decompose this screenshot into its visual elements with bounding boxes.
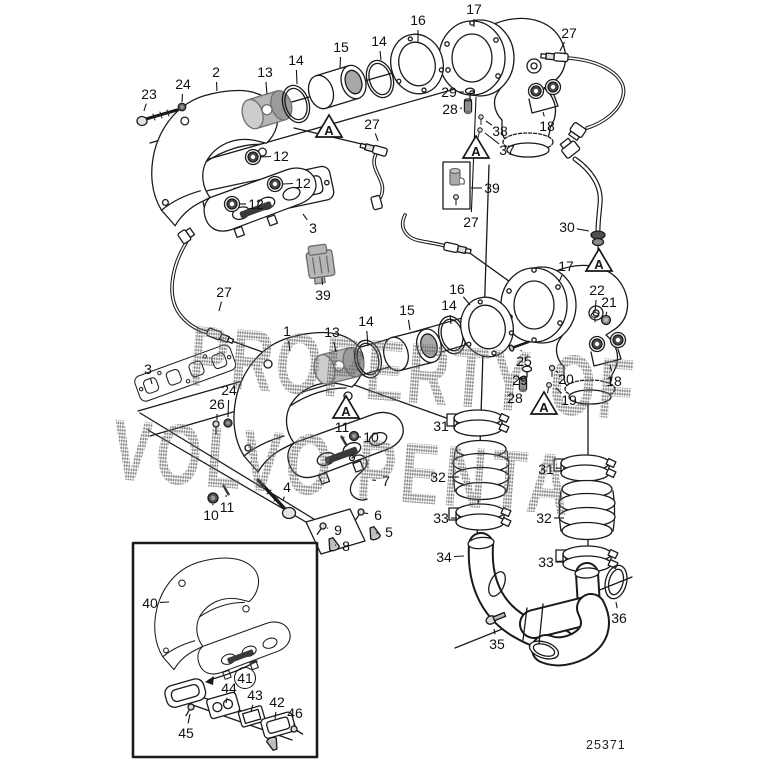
leader-line-15 (339, 56, 342, 69)
exhaust-y-pipe (485, 562, 610, 667)
sensor-cable-27-left (170, 227, 235, 346)
leader-line-42 (274, 711, 277, 720)
bolt-4 (256, 478, 297, 520)
sensor-cable-27-center (400, 213, 473, 257)
stud-25 (508, 340, 530, 352)
sensor-cable-27-top-right (540, 51, 626, 141)
leader-line-6 (363, 512, 369, 515)
leader-line-4 (282, 496, 285, 502)
leader-line-27 (559, 41, 566, 52)
leader-line-1 (287, 340, 291, 352)
leader-line-14 (449, 314, 452, 325)
plug-21 (600, 314, 612, 326)
leader-line-18 (542, 111, 545, 117)
frame-43 (237, 705, 266, 728)
warning-letter: A (539, 400, 549, 415)
leader-line-14 (366, 330, 369, 347)
bolt-35 (485, 611, 507, 625)
warning-triangle-shape (529, 390, 559, 415)
sensor-cable-27-mid (358, 140, 389, 211)
warning-triangle: A (314, 113, 344, 138)
leader-line-35 (493, 628, 496, 635)
kit-box-39 (442, 161, 471, 210)
gasket-36 (604, 564, 628, 600)
warning-triangle-shape (331, 394, 361, 419)
warning-letter: A (341, 404, 351, 419)
warning-triangle: A (331, 394, 361, 419)
warning-triangle-shape (461, 134, 491, 159)
leader-line-36 (615, 601, 618, 609)
mount-18-bracket (528, 94, 559, 114)
leader-line-21 (605, 311, 608, 316)
warning-letter: A (324, 123, 334, 138)
leader-line-38 (485, 120, 493, 126)
hose-30 (559, 137, 606, 253)
leader-line-44 (225, 697, 228, 704)
leader-line-27 (374, 133, 379, 142)
drawing-number: 25371 (586, 738, 626, 752)
leader-line-12 (282, 182, 294, 185)
leader-line-27 (218, 301, 222, 312)
gasket-45-plate (164, 678, 207, 708)
leader-line-13 (333, 341, 337, 353)
warning-letter: A (471, 144, 481, 159)
leader-line-30 (576, 228, 590, 232)
warning-letter: A (594, 257, 604, 272)
warning-triangle: A (461, 134, 491, 159)
bolt-23 (136, 108, 179, 127)
leader-line-34 (453, 555, 465, 558)
leader-line-15 (407, 319, 411, 331)
leader-line-3 (150, 378, 153, 385)
leader-line-13 (265, 81, 268, 95)
leader-line-24 (227, 399, 230, 418)
leader-line-45 (187, 713, 191, 724)
mount-18-bracket (590, 348, 622, 367)
leader-line-37 (484, 132, 500, 145)
leader-line-12 (260, 155, 272, 158)
leader-line-19 (555, 387, 563, 394)
warning-triangle-shape (314, 113, 344, 138)
leader-line-3 (302, 213, 308, 221)
wire-7 (348, 454, 368, 501)
inset-detail-box (131, 541, 319, 759)
connector-39 (305, 243, 336, 285)
warning-triangle: A (584, 247, 614, 272)
leader-line-22 (594, 299, 597, 313)
warning-triangle-shape (584, 247, 614, 272)
leader-line-16 (462, 296, 471, 306)
leader-line-14 (379, 50, 382, 61)
leader-line-23 (143, 103, 147, 112)
leader-line-43 (250, 704, 254, 713)
leader-line-18 (609, 364, 613, 372)
leader-line-17 (558, 274, 563, 283)
leader-line-14 (295, 69, 298, 85)
warning-triangle: A (529, 390, 559, 415)
leader-line-20 (555, 370, 559, 374)
